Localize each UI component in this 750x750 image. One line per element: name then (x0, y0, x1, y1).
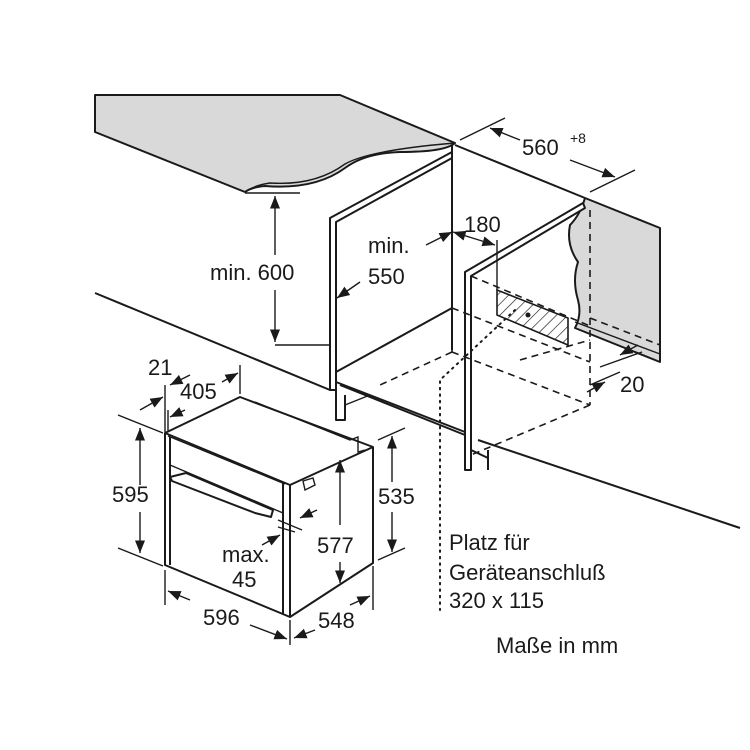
cabinet-dimensions (245, 117, 643, 393)
units-note: Maße in mm (496, 633, 618, 658)
connection-area-hatch (496, 288, 569, 347)
min-depth-label-1: min. (368, 233, 410, 258)
connection-note-2: Geräteanschluß (449, 560, 606, 585)
width-tolerance: +8 (570, 130, 586, 146)
handle-label-2: 45 (232, 567, 256, 592)
oven-width-label: 596 (203, 605, 240, 630)
oven-dimensions (117, 365, 406, 645)
side-height-label: 535 (378, 484, 415, 509)
oven (164, 396, 374, 618)
countertop-left (94, 94, 456, 193)
oven-depth-label: 548 (318, 608, 355, 633)
base-lines (94, 144, 741, 529)
handle-label-1: max. (222, 542, 270, 567)
connection-note-3: 320 x 115 (449, 588, 544, 613)
inner-height-label: 577 (317, 533, 354, 558)
gap-label: 180 (464, 212, 501, 237)
hidden-cavity-outline (379, 210, 661, 611)
connection-note-1: Platz für (449, 530, 530, 555)
oven-height-label: 595 (112, 482, 149, 507)
min-height-label: min. 600 (210, 260, 294, 285)
side-gap-label: 20 (620, 372, 644, 397)
front-depth-label: 21 (148, 355, 172, 380)
min-depth-label-2: 550 (368, 264, 405, 289)
top-depth-label: 405 (180, 379, 217, 404)
countertop-right (568, 197, 661, 363)
width-label: 560 (522, 135, 559, 160)
